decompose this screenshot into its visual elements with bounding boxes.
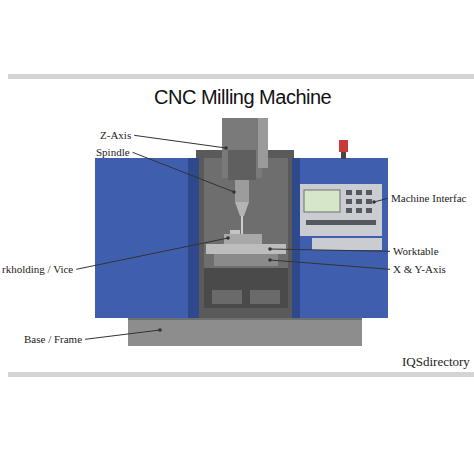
leader-line bbox=[85, 330, 160, 339]
inner-cavity bbox=[204, 158, 288, 308]
tool-holder bbox=[235, 202, 249, 216]
panel-shelf bbox=[312, 238, 382, 250]
spindle-head bbox=[228, 150, 256, 180]
control-panel bbox=[300, 184, 382, 236]
part-label: Worktable bbox=[393, 245, 439, 258]
panel-buttons bbox=[306, 190, 376, 225]
cutting-tool bbox=[241, 216, 243, 234]
leader-dot bbox=[224, 146, 228, 150]
part-label: X & Y-Axis bbox=[393, 263, 446, 276]
leader-dot bbox=[232, 190, 236, 194]
watermark: IQSdirectory bbox=[402, 355, 470, 370]
tray-block bbox=[250, 290, 280, 304]
leader-line bbox=[270, 260, 390, 269]
panel-edge bbox=[292, 158, 300, 318]
part-label: Spindle bbox=[96, 146, 130, 159]
leader-line bbox=[374, 198, 388, 202]
leader-dot bbox=[226, 236, 230, 240]
lcd-screen bbox=[304, 190, 340, 212]
door-edge bbox=[188, 158, 199, 318]
part-label: rkholding / Vice bbox=[2, 263, 73, 276]
part-label: Base / Frame bbox=[24, 333, 82, 346]
machine-opening bbox=[196, 150, 294, 318]
workpiece bbox=[230, 230, 240, 234]
leader-dot bbox=[372, 200, 376, 204]
top-rule bbox=[8, 74, 474, 79]
vice bbox=[224, 234, 262, 244]
beacon-light bbox=[339, 140, 348, 152]
bottom-rule bbox=[8, 372, 474, 377]
right-panel bbox=[292, 158, 388, 318]
spindle bbox=[235, 180, 249, 202]
beacon-pole bbox=[341, 151, 346, 159]
column-rail bbox=[258, 118, 268, 168]
leader-dot bbox=[268, 247, 272, 251]
left-door bbox=[95, 158, 199, 318]
chip-tray bbox=[204, 268, 288, 308]
part-label: Z-Axis bbox=[100, 129, 131, 142]
tray-block bbox=[212, 290, 242, 304]
leader-line bbox=[270, 249, 390, 251]
leader-dot bbox=[158, 328, 162, 332]
leader-line bbox=[133, 152, 234, 192]
part-label: Machine Interfac bbox=[391, 192, 466, 205]
diagram-title: CNC Milling Machine bbox=[154, 86, 331, 109]
leader-dot bbox=[268, 258, 272, 262]
machine-base bbox=[128, 316, 362, 346]
xy-saddle bbox=[214, 254, 278, 266]
leader-line bbox=[76, 238, 228, 269]
leader-line bbox=[134, 135, 226, 148]
